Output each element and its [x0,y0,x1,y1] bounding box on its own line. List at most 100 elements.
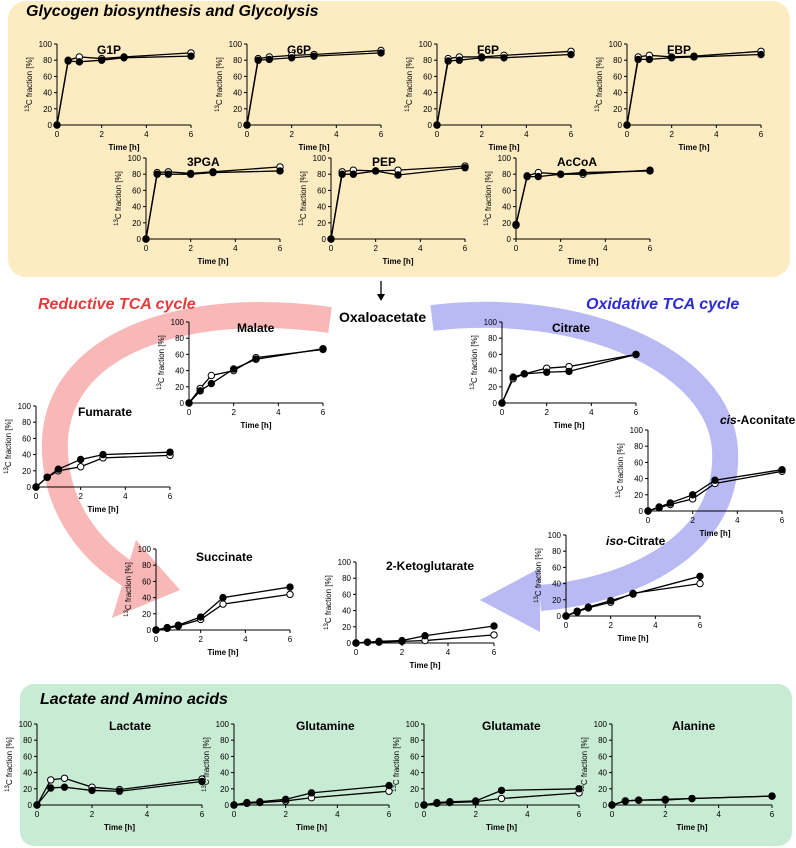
x-tick-label: 6 [321,408,326,417]
y-tick-label: 100 [313,154,327,163]
x-tick-label: 6 [492,648,497,657]
x-tick-label: 4 [123,492,128,501]
point-filled [349,170,358,178]
point-filled [461,164,469,172]
bottom-panel-title: Lactate and Amino acids [40,691,228,708]
x-axis-label: Time [h] [489,143,520,152]
x-tick-label: 4 [524,130,529,139]
x-axis-label: Time [h] [198,257,229,266]
y-tick-label: 20 [423,105,432,114]
x-tick-label: 6 [577,810,582,819]
point-open [60,774,69,782]
point-filled [646,167,654,175]
point-filled [230,801,238,809]
point-filled [196,613,205,621]
x-tick-label: 0 [187,408,192,417]
x-axis-label: Time [h] [486,823,517,832]
point-filled [375,637,383,646]
oxaloacetate-label: Oxaloacetate [339,309,427,325]
x-tick-label: 2 [231,408,236,417]
y-tick-label: 20 [142,610,151,619]
x-axis-label: Time [h] [700,529,731,538]
point-open [47,776,55,784]
point-filled [219,593,227,602]
x-tick-label: 2 [373,244,378,253]
y-tick-label: 100 [216,720,230,729]
x-tick-label: 2 [198,635,203,644]
point-open [490,631,498,639]
y-tick-label: 100 [630,426,644,435]
point-filled [385,781,393,790]
point-filled [287,54,296,62]
point-filled [757,50,765,59]
y-tick-label: 0 [493,399,498,408]
x-axis-label: Time [h] [618,634,649,643]
point-filled [363,638,372,646]
y-tick-label: 40 [132,203,141,212]
point-filled [433,798,441,807]
y-tick-label: 100 [484,318,498,327]
y-tick-label: 80 [410,736,419,745]
y-tick-label: 100 [128,154,142,163]
point-filled [60,783,69,791]
x-axis-label: Time [h] [554,421,585,430]
point-filled [142,235,150,243]
y-tick-label: 0 [428,121,433,130]
x-tick-label: 4 [735,516,740,525]
x-tick-label: 6 [770,810,775,819]
x-tick-label: 4 [144,130,149,139]
y-tick-label: 40 [317,203,326,212]
point-open [696,579,704,588]
point-filled [556,170,565,178]
y-tick-label: 100 [498,154,512,163]
y-tick-label: 80 [502,170,511,179]
y-tick-label: 60 [502,186,511,195]
y-tick-label: 80 [142,561,151,570]
y-tick-label: 100 [19,720,33,729]
bottom-panel [20,684,792,846]
point-open [207,371,216,380]
point-filled [377,49,385,57]
point-filled [276,167,284,175]
chart-title: iso-Citrate [606,534,666,548]
point-filled [153,170,161,178]
reductive-arrow-head [112,540,180,618]
y-tick-label: 20 [23,785,32,794]
y-axis-label: 13C fraction [%] [580,737,589,792]
series-filled-line [501,353,637,404]
point-filled [307,789,316,797]
point-filled [163,623,171,632]
x-tick-label: 4 [716,810,721,819]
x-tick-label: 6 [200,810,205,819]
point-filled [523,172,531,181]
x-tick-label: 0 [500,408,505,417]
point-filled [666,499,675,507]
y-tick-label: 0 [322,235,327,244]
y-tick-label: 100 [39,40,53,49]
y-tick-label: 100 [548,531,562,540]
x-axis-label: Time [h] [88,505,119,514]
y-axis-label: 13C fraction [%] [5,737,14,792]
point-filled [644,507,652,515]
point-filled [433,121,441,129]
point-filled [520,370,529,378]
x-tick-label: 0 [55,130,60,139]
series-filled-line [626,53,762,126]
series-filled-line [436,53,572,126]
y-tick-label: 60 [488,350,497,359]
point-filled [209,168,217,177]
x-tick-label: 6 [698,621,703,630]
x-tick-label: 6 [780,516,785,525]
y-tick-label: 20 [43,105,52,114]
y-axis-label: 13C fraction [%] [25,57,34,112]
